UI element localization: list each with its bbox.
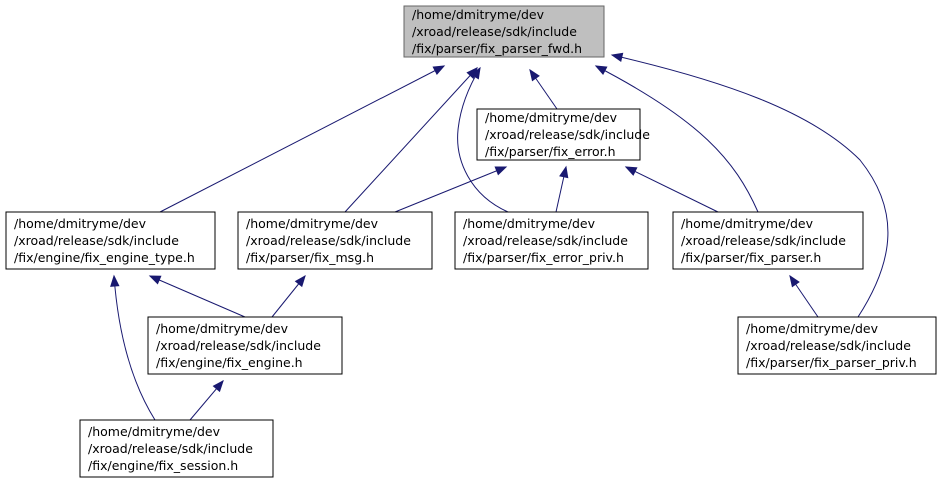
edge-line xyxy=(457,67,509,213)
node-label-line: /xroad/release/sdk/include xyxy=(246,233,411,248)
arrow-head xyxy=(624,166,638,176)
node-label-line: /fix/parser/fix_error_priv.h xyxy=(463,250,624,265)
edge-fix_parser_priv-to-fix_parser_fwd xyxy=(610,52,889,318)
edge-fix_session-to-fix_engine_type xyxy=(110,274,156,421)
arrow-head xyxy=(148,275,162,285)
node-label-line: /home/dmitryme/dev xyxy=(246,216,379,231)
arrow-head xyxy=(789,274,800,288)
arrow-head xyxy=(110,274,120,287)
node-label-line: /xroad/release/sdk/include xyxy=(412,24,577,39)
node-fix-error-priv[interactable]: /home/dmitryme/dev/xroad/release/sdk/inc… xyxy=(454,211,649,270)
edge-fix_engine-to-fix_msg xyxy=(271,274,306,318)
node-label-line: /fix/parser/fix_msg.h xyxy=(246,250,374,265)
node-label-line: /home/dmitryme/dev xyxy=(463,216,596,231)
arrow-head xyxy=(594,65,608,76)
edge-fix_error-to-fix_parser_fwd xyxy=(529,68,558,110)
edge-fix_parser_priv-to-fix_parser xyxy=(789,274,819,318)
edge-fix_engine-to-fix_engine_type xyxy=(148,275,246,318)
node-fix-msg[interactable]: /home/dmitryme/dev/xroad/release/sdk/inc… xyxy=(237,211,433,270)
node-fix-parser[interactable]: /home/dmitryme/dev/xroad/release/sdk/inc… xyxy=(672,211,864,270)
edges-layer xyxy=(110,52,889,421)
edge-line xyxy=(611,54,889,318)
node-label-line: /xroad/release/sdk/include xyxy=(463,233,628,248)
edge-line xyxy=(113,275,156,421)
nodes-layer: /home/dmitryme/dev/xroad/release/sdk/inc… xyxy=(5,5,937,478)
node-fix-parser-fwd[interactable]: /home/dmitryme/dev/xroad/release/sdk/inc… xyxy=(403,5,605,58)
node-label-line: /home/dmitryme/dev xyxy=(88,424,221,439)
node-label-line: /xroad/release/sdk/include xyxy=(88,441,253,456)
node-label-line: /fix/parser/fix_error.h xyxy=(485,144,616,159)
arrow-head xyxy=(432,65,446,76)
node-label-line: /fix/parser/fix_parser.h xyxy=(681,250,821,265)
edge-line xyxy=(394,166,507,213)
node-label-line: /home/dmitryme/dev xyxy=(156,321,289,336)
node-box xyxy=(403,5,605,58)
node-label-line: /fix/parser/fix_parser_priv.h xyxy=(746,355,917,370)
node-box xyxy=(476,108,641,161)
edge-line xyxy=(595,65,759,213)
node-label-line: /fix/engine/fix_session.h xyxy=(88,458,238,473)
arrow-head xyxy=(559,165,569,179)
arrow-head xyxy=(494,166,508,176)
node-box xyxy=(454,211,649,270)
node-box xyxy=(5,211,216,270)
arrow-head xyxy=(212,379,224,393)
node-label-line: /home/dmitryme/dev xyxy=(14,216,147,231)
node-fix-engine-type[interactable]: /home/dmitryme/dev/xroad/release/sdk/inc… xyxy=(5,211,216,270)
edge-line xyxy=(159,65,445,213)
edge-fix_error_priv-to-fix_parser_fwd xyxy=(457,66,509,213)
node-box xyxy=(147,316,343,375)
node-label-line: /xroad/release/sdk/include xyxy=(156,338,321,353)
node-box xyxy=(237,211,433,270)
node-label-line: /fix/parser/fix_parser_fwd.h xyxy=(412,41,582,56)
node-label-line: /xroad/release/sdk/include xyxy=(485,127,650,142)
node-box xyxy=(737,316,937,375)
node-label-line: /home/dmitryme/dev xyxy=(681,216,814,231)
node-label-line: /xroad/release/sdk/include xyxy=(14,233,179,248)
node-fix-engine[interactable]: /home/dmitryme/dev/xroad/release/sdk/inc… xyxy=(147,316,343,375)
arrow-head xyxy=(610,52,624,62)
node-fix-error[interactable]: /home/dmitryme/dev/xroad/release/sdk/inc… xyxy=(476,108,650,161)
node-label-line: /home/dmitryme/dev xyxy=(412,7,545,22)
arrow-head xyxy=(470,66,481,80)
edge-fix_session-to-fix_engine xyxy=(189,379,224,421)
edge-line xyxy=(149,275,246,318)
node-label-line: /home/dmitryme/dev xyxy=(746,321,879,336)
edge-line xyxy=(344,67,478,213)
node-label-line: /fix/engine/fix_engine_type.h xyxy=(14,250,195,265)
edge-fix_engine_type-to-fix_parser_fwd xyxy=(159,65,446,213)
edge-fix_error_priv-to-fix_error xyxy=(555,165,569,213)
arrow-head xyxy=(529,68,540,82)
edge-fix_parser-to-fix_parser_fwd xyxy=(594,65,759,213)
node-label-line: /xroad/release/sdk/include xyxy=(681,233,846,248)
node-label-line: /home/dmitryme/dev xyxy=(485,110,618,125)
edge-fix_parser-to-fix_error xyxy=(624,166,719,213)
node-fix-parser-priv[interactable]: /home/dmitryme/dev/xroad/release/sdk/inc… xyxy=(737,316,937,375)
node-box xyxy=(672,211,864,270)
edge-fix_msg-to-fix_error xyxy=(394,166,508,213)
node-box xyxy=(79,419,274,478)
node-label-line: /xroad/release/sdk/include xyxy=(746,338,911,353)
edge-line xyxy=(625,166,719,213)
node-label-line: /fix/engine/fix_engine.h xyxy=(156,355,303,370)
arrow-head xyxy=(294,274,306,288)
node-fix-session[interactable]: /home/dmitryme/dev/xroad/release/sdk/inc… xyxy=(79,419,274,478)
